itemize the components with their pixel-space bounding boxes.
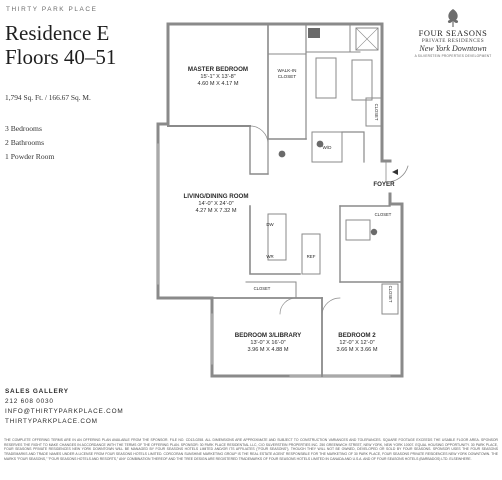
bedroom2-metric: 3.66 M X 3.66 M (336, 347, 377, 353)
sales-phone[interactable]: 212 608 0030 (5, 398, 54, 405)
walk-in-closet-label: CLOSET (278, 74, 297, 79)
closet-label-master: CLOSET (374, 104, 379, 121)
residence-title: Residence E (5, 21, 110, 45)
ref-label: REF (307, 254, 316, 259)
bedroom3-imperial: 13'-0" X 16'-0" (250, 340, 285, 346)
wr-label: WR (266, 254, 273, 259)
sales-website-link[interactable]: THIRTYPARKPLACE.COM (5, 418, 98, 425)
outer-wall-east (388, 192, 404, 284)
legal-disclaimer: THE COMPLETE OFFERING TERMS ARE IN AN OF… (4, 438, 498, 461)
foyer-label: FOYER (373, 181, 395, 188)
sales-gallery-contact: SALES GALLERY 212 608 0030 INFO@THIRTYPA… (5, 387, 123, 427)
outer-wall (166, 22, 392, 163)
closet-label-hall: CLOSET (254, 286, 271, 291)
brand-location: New York Downtown (419, 44, 487, 53)
tree-icon (447, 9, 459, 27)
unit-specs: 3 Bedrooms 2 Bathrooms 1 Powder Room (5, 122, 54, 164)
brand-subtitle: PRIVATE RESIDENCES (421, 38, 485, 44)
brand-tagline: A SILVERSTEIN PROPERTIES DEVELOPMENT (414, 54, 492, 58)
four-seasons-logo: FOUR SEASONS PRIVATE RESIDENCES New York… (410, 8, 496, 58)
spec-powder-room: 1 Powder Room (5, 152, 55, 161)
bedroom2-label: BEDROOM 2 (338, 332, 376, 339)
living-dining-metric: 4.27 M X 7.32 M (195, 208, 236, 214)
bedroom3-label: BEDROOM 3/LIBRARY (235, 332, 302, 339)
living-dining-label: LIVING/DINING ROOM (184, 193, 249, 200)
spec-bathrooms: 2 Bathrooms (5, 138, 45, 147)
building-name: THIRTY PARK PLACE (6, 6, 98, 13)
living-dining-imperial: 14'-0" X 24'-0" (198, 201, 233, 207)
master-bedroom-label: MASTER BEDROOM (188, 66, 248, 73)
square-footage: 1,794 Sq. Ft. / 166.67 Sq. M. (5, 93, 91, 102)
bedroom2-imperial: 12'-0" X 12'-0" (339, 340, 374, 346)
sales-email-link[interactable]: INFO@THIRTYPARKPLACE.COM (5, 408, 124, 415)
spec-bedrooms: 3 Bedrooms (5, 124, 42, 133)
bedroom3-metric: 3.96 M X 4.88 M (247, 347, 288, 353)
brand-name: FOUR SEASONS (418, 29, 488, 38)
sales-heading: SALES GALLERY (5, 388, 69, 395)
master-bedroom-imperial: 15'-1" X 13'-8" (200, 74, 235, 80)
dw-label: DW (266, 222, 274, 227)
entry-arrow-icon (392, 169, 398, 175)
walk-in-label: WALK-IN (278, 68, 297, 73)
floors-title: Floors 40–51 (5, 45, 117, 69)
wd-label: W/D (323, 145, 333, 150)
floor-plan: MASTER BEDROOM 15'-1" X 13'-8" 4.60 M X … (156, 22, 409, 378)
closet-label-bath: CLOSET (375, 212, 392, 217)
master-bedroom-metric: 4.60 M X 4.17 M (197, 81, 238, 87)
closet-label-bedroom2: CLOSET (388, 286, 393, 303)
